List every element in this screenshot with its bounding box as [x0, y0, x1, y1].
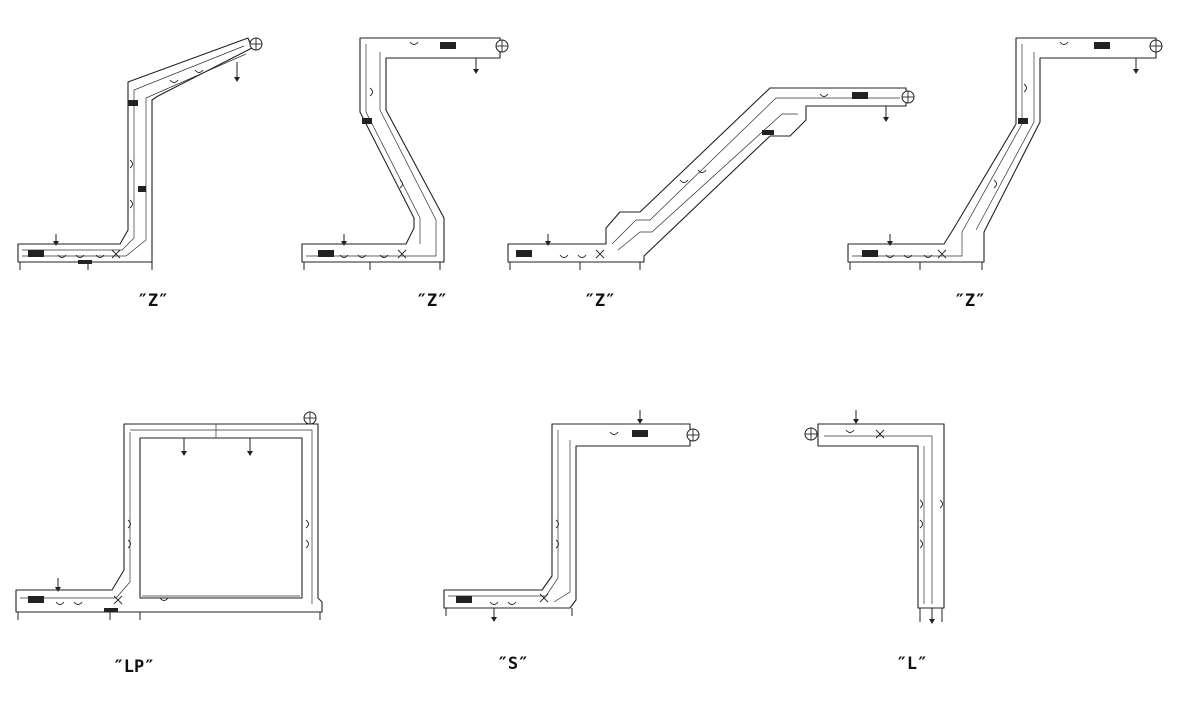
caption-z2: ″Z″ — [417, 291, 448, 311]
conveyor-z1 — [17, 37, 263, 270]
conveyor-lp — [15, 411, 323, 620]
caption-l: ″L″ — [897, 654, 928, 674]
conveyor-l — [804, 410, 945, 624]
caption-z4: ″Z″ — [955, 291, 986, 311]
conveyor-z3 — [507, 87, 915, 270]
conveyor-z2 — [301, 37, 509, 270]
caption-z1: ″Z″ — [138, 291, 169, 311]
caption-s: ″S″ — [498, 654, 529, 674]
caption-lp: ″LP″ — [114, 657, 155, 677]
conveyor-s — [443, 410, 700, 622]
caption-z3: ″Z″ — [585, 291, 616, 311]
conveyor-z4 — [847, 37, 1163, 270]
